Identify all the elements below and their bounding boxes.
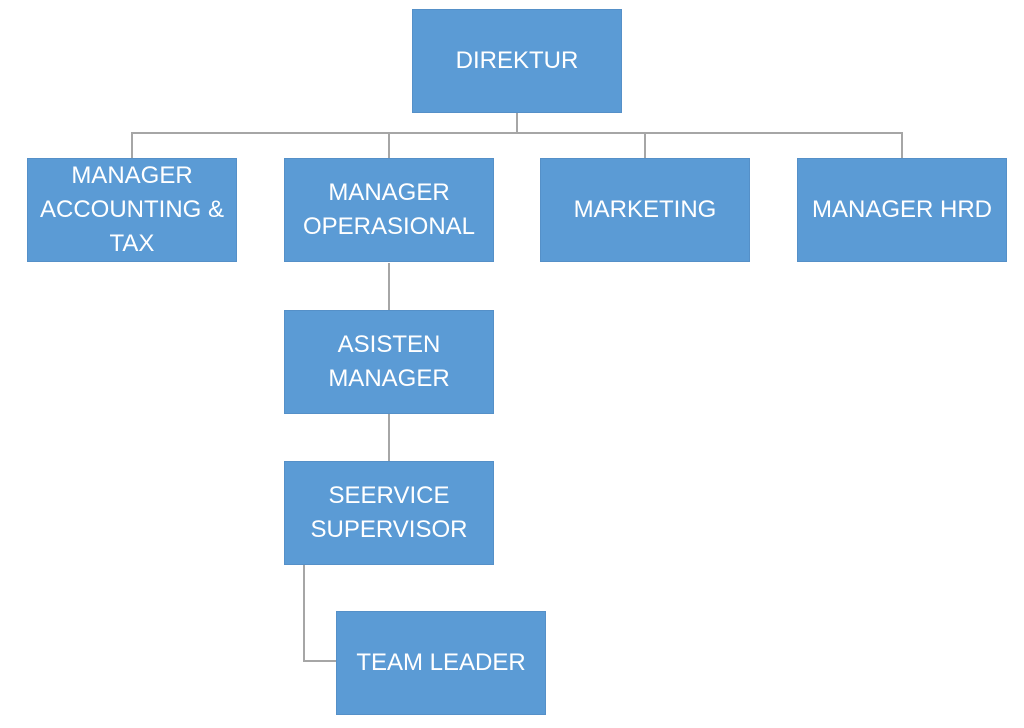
node-asisten-manager: ASISTEN MANAGER xyxy=(284,310,494,414)
connector-team-leader-horizontal xyxy=(303,660,336,662)
connector-root xyxy=(516,112,518,133)
node-marketing: MARKETING xyxy=(540,158,750,262)
connector-operasional xyxy=(388,132,390,158)
connector-level1-bar xyxy=(131,132,903,134)
connector-marketing xyxy=(644,132,646,158)
connector-team-leader-vertical xyxy=(303,564,305,662)
connector-hrd xyxy=(901,132,903,158)
node-manager-hrd: MANAGER HRD xyxy=(797,158,1007,262)
connector-supervisor xyxy=(388,413,390,461)
connector-asisten xyxy=(388,263,390,310)
node-service-supervisor: SEERVICE SUPERVISOR xyxy=(284,461,494,565)
connector-accounting xyxy=(131,132,133,158)
node-team-leader: TEAM LEADER xyxy=(336,611,546,715)
node-manager-operasional: MANAGER OPERASIONAL xyxy=(284,158,494,262)
node-manager-accounting-tax: MANAGER ACCOUNTING & TAX xyxy=(27,158,237,262)
node-direktur: DIREKTUR xyxy=(412,9,622,113)
